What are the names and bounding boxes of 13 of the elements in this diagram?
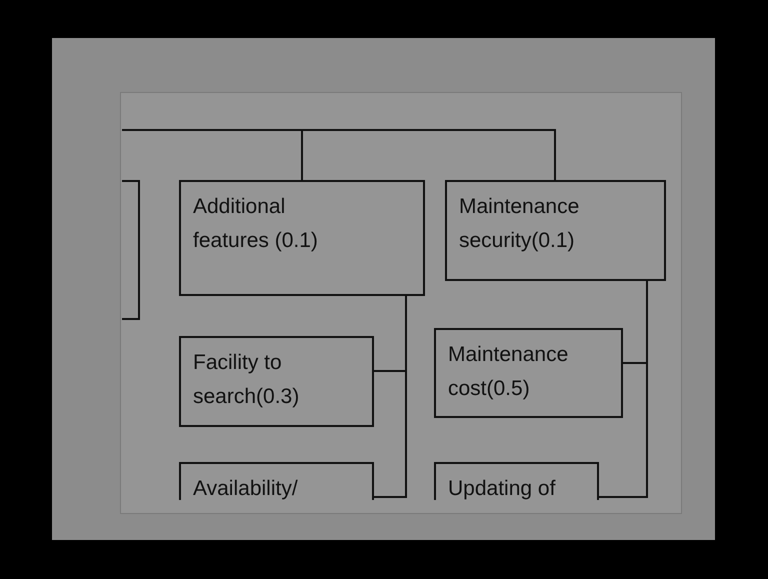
box-label: Availability/ [193,476,299,500]
connector-line [374,296,407,498]
box-label: Additional features (0.1) [193,194,319,254]
tree-box [445,180,666,281]
tree-box [179,180,425,296]
tree-box [434,328,623,418]
connector-line [599,281,648,498]
box-label: Maintenance cost(0.5) [448,342,570,402]
connector-line [122,129,556,180]
box-label: Maintenance security(0.1) [459,194,580,254]
box-label: Updating of [448,476,556,500]
box-label: Facility to search(0.3) [193,350,300,410]
tree-box [179,336,374,427]
